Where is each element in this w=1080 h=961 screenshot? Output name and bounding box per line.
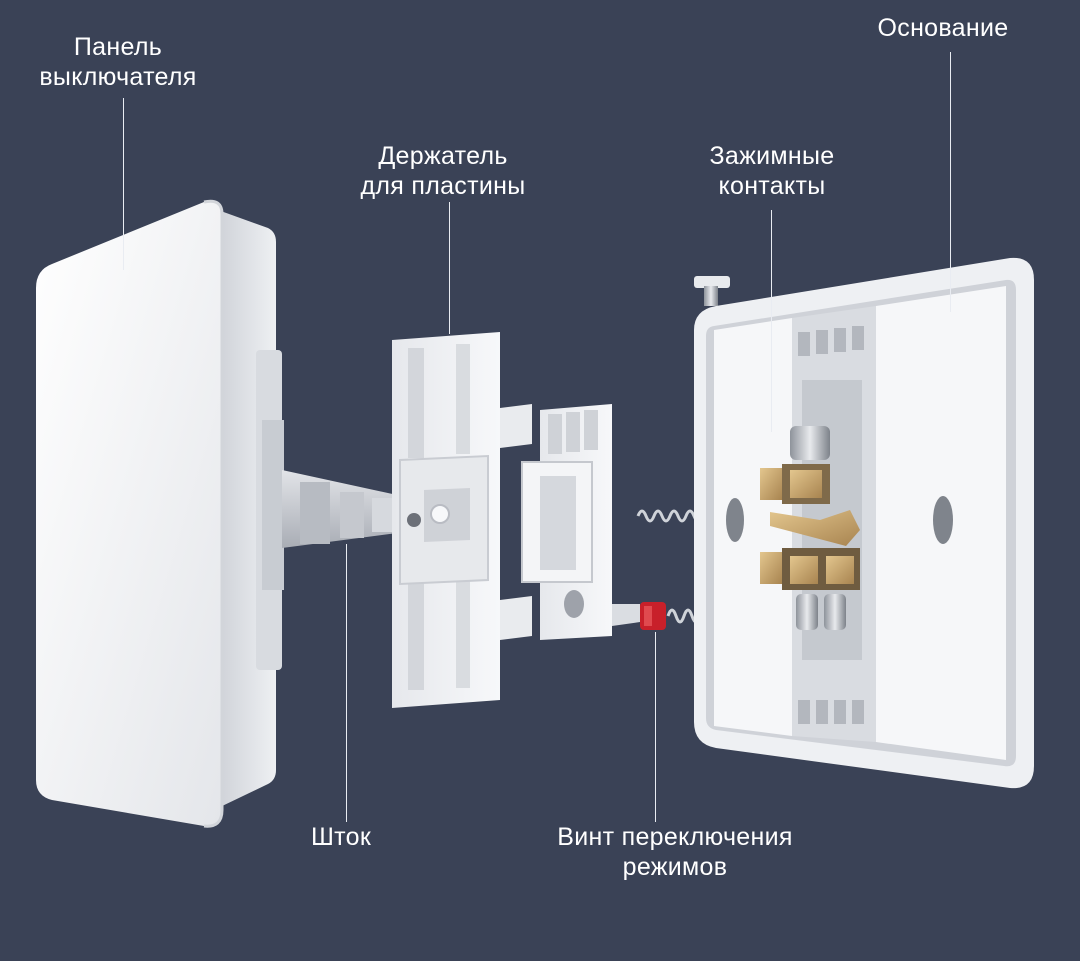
label-switch-panel-line2: выключателя (39, 63, 197, 91)
leader-line-switch-panel (123, 98, 125, 270)
plate-holder-part (392, 332, 640, 708)
label-switch-panel-line1: Панель (73, 33, 163, 61)
clamp-contacts-part (760, 426, 860, 630)
label-stem-line1: Шток (310, 823, 372, 851)
label-mode-screw-line1: Винт переключения (557, 823, 793, 851)
label-base-line1: Основание (877, 14, 1009, 42)
leader-line-stem (346, 544, 348, 822)
mode-screw-part (640, 602, 666, 630)
leader-line-base (950, 52, 952, 312)
label-clamp-contacts-line1: Зажимные (709, 142, 835, 170)
label-switch-panel: Панель выключателя (14, 32, 222, 92)
switch-panel-part (36, 199, 284, 828)
leader-line-mode-screw (655, 632, 657, 822)
label-plate-holder-line1: Держатель (378, 142, 508, 170)
label-clamp-contacts: Зажимные контакты (672, 141, 872, 201)
leader-line-plate-holder (449, 202, 451, 334)
label-base: Основание (848, 13, 1038, 43)
base-part (694, 257, 1034, 789)
label-plate-holder: Держатель для пластины (326, 141, 560, 201)
label-stem: Шток (286, 822, 396, 852)
label-clamp-contacts-line2: контакты (718, 172, 826, 200)
label-mode-screw: Винт переключения режимов (520, 822, 830, 882)
label-mode-screw-line2: режимов (622, 853, 728, 881)
leader-line-clamp-contacts (771, 210, 773, 432)
label-plate-holder-line2: для пластины (360, 172, 526, 200)
